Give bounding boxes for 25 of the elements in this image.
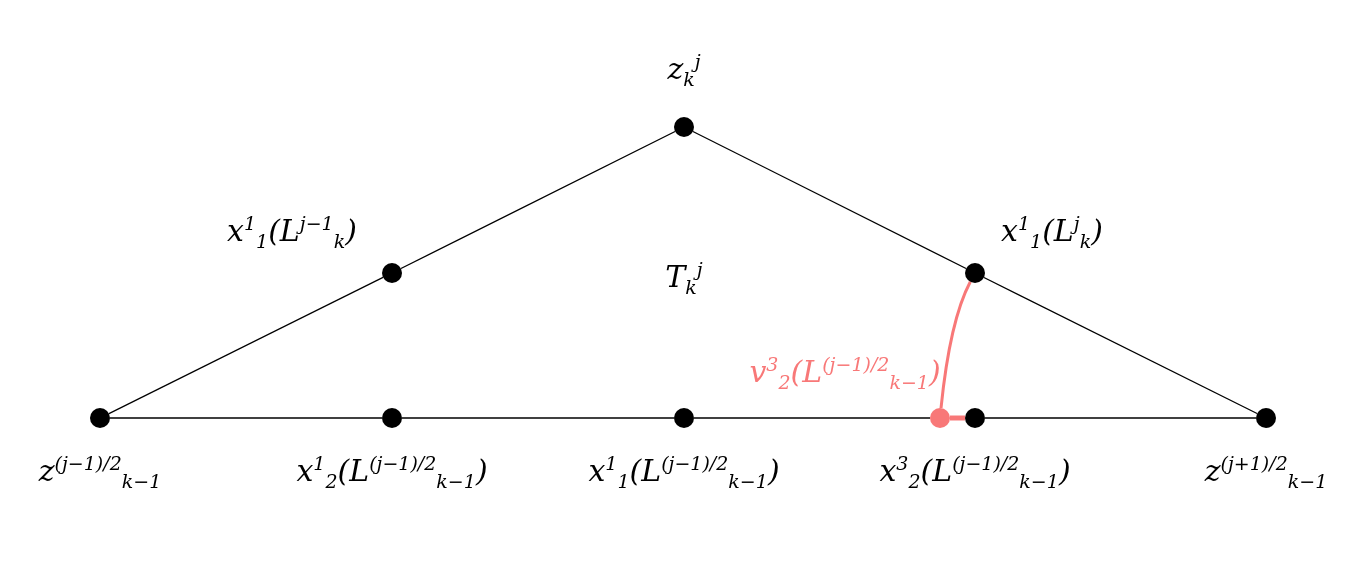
point-dot xyxy=(674,408,694,428)
point-label: v$^{3}$$_{2}$(L$^{(j−1)/2}$$_{k−1}$) xyxy=(749,352,941,394)
point-dot xyxy=(930,408,950,428)
line-segment xyxy=(400,130,676,270)
point-dot xyxy=(674,117,694,137)
point-dot xyxy=(382,263,402,283)
line-segment xyxy=(693,417,931,419)
point-label: x$^{1}$$_{1}$(L$^{j}$$_{k}$) xyxy=(1001,211,1103,253)
line-segment xyxy=(108,276,384,415)
line-segment xyxy=(983,276,1258,415)
line-segment xyxy=(984,417,1257,419)
line-segment xyxy=(401,417,675,419)
point-dot xyxy=(90,408,110,428)
point-label: x$^{1}$$_{1}$(L$^{j−1}$$_{k}$) xyxy=(227,211,357,253)
point-dot xyxy=(965,263,985,283)
line-segment xyxy=(692,130,967,270)
point-label: x$^{3}$$_{2}$(L$^{(j−1)/2}$$_{k−1}$) xyxy=(879,451,1071,493)
point-label: x$^{1}$$_{1}$(L$^{(j−1)/2}$$_{k−1}$) xyxy=(588,451,780,493)
line-segment xyxy=(109,417,383,419)
thick-segment xyxy=(950,415,965,421)
point-label: x$^{1}$$_{2}$(L$^{(j−1)/2}$$_{k−1}$) xyxy=(296,451,488,493)
point-dot xyxy=(382,408,402,428)
curve xyxy=(939,281,972,409)
point-dot xyxy=(965,408,985,428)
point-dot xyxy=(1256,408,1276,428)
